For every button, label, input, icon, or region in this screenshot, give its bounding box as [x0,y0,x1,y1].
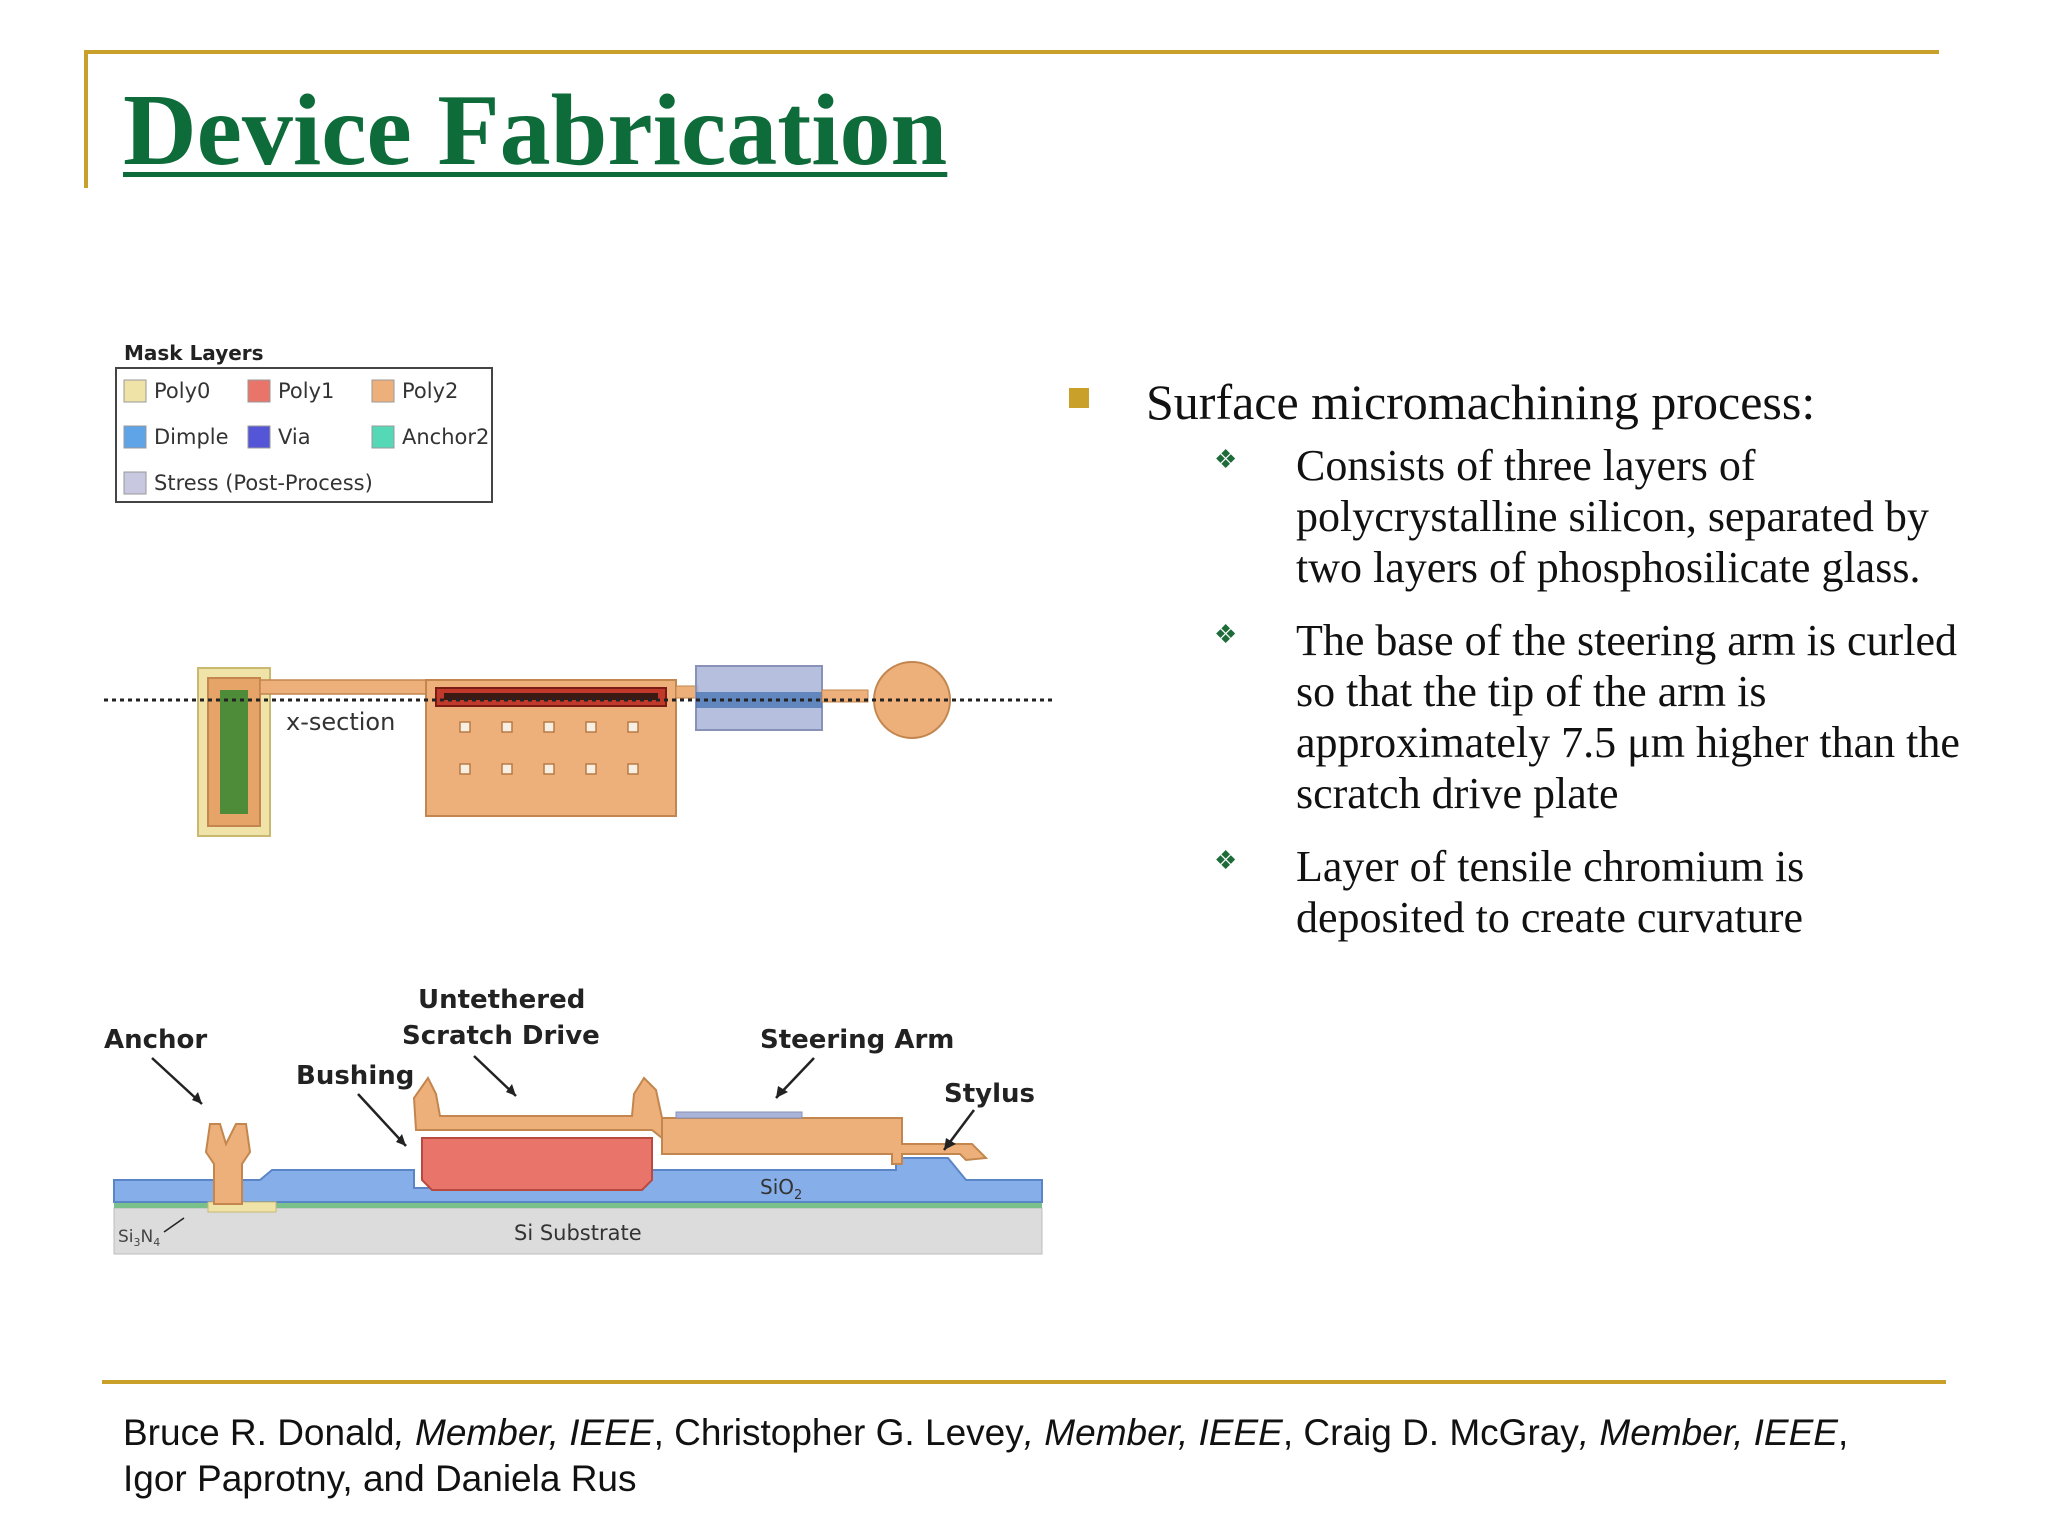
legend-label-stress: Stress (Post-Process) [154,471,373,495]
author-3-role: , Member, IEEE [1578,1412,1838,1453]
label-steering-arm: Steering Arm [760,1025,954,1055]
bottom-rule [102,1380,1946,1384]
bullet-list: Surface micromachining process: ❖ Consis… [1064,372,1964,943]
chromium-layer [675,1111,803,1119]
square-bullet-icon [1069,388,1089,408]
sub-bullet-list: ❖ Consists of three layers of polycrysta… [1064,440,1964,943]
arrowhead-steering [776,1086,788,1098]
main-bullet-text: Surface micromachining process: [1146,374,1816,430]
arrow-anchor [151,1057,203,1105]
legend-label-dimple: Dimple [154,425,229,449]
legend-swatch-poly0 [123,379,147,403]
legend-swatch-poly2 [371,379,395,403]
legend-label-via: Via [278,425,311,449]
sub-bullet-text: Consists of three layers of polycrystall… [1296,441,1929,592]
arm-link [675,685,699,699]
author-credits: Bruce R. Donald, Member, IEEE, Christoph… [123,1410,2003,1502]
stress-overlap [696,692,822,708]
sub-bullet-1: ❖ Consists of three layers of polycrysta… [1064,440,1964,593]
author-1: Bruce R. Donald [123,1412,395,1453]
sub-bullet-text: Layer of tensile chromium is deposited t… [1296,842,1805,942]
legend-swatch-dimple [123,425,147,449]
label-anchor: Anchor [104,1025,207,1055]
label-bushing: Bushing [296,1061,414,1091]
legend-swatch-poly1 [247,379,271,403]
author-line-2: Igor Paprotny, and Daniela Rus [123,1458,637,1499]
arrowhead-bushing [396,1134,406,1146]
arrowhead-stylus [944,1138,956,1150]
sub-bullet-2: ❖ The base of the steering arm is curled… [1064,615,1964,819]
label-sio2: SiO2 [760,1175,802,1203]
author-3: , Craig D. McGray [1282,1412,1579,1453]
legend-swatch-stress [123,471,147,495]
main-bullet: Surface micromachining process: [1064,372,1964,432]
anchor-post [204,1123,252,1205]
top-rule [84,50,1939,54]
poly1-strip-dark [444,693,658,700]
sub-bullet-3: ❖ Layer of tensile chromium is deposited… [1064,841,1964,943]
author-1-role: , Member, IEEE [394,1412,654,1453]
dimple-grid [459,721,639,775]
arrowhead-untethered [506,1084,516,1096]
scratch-drive-plate-cs [412,1076,663,1141]
fabrication-figure: Mask Layers Poly0 Poly1 Poly2 Dimple Via… [96,338,1076,1278]
author-2-role: , Member, IEEE [1023,1412,1283,1453]
legend-label-poly1: Poly1 [278,379,334,403]
legend-label-poly0: Poly0 [154,379,210,403]
anchor-green [220,690,248,814]
legend-swatch-via [247,425,271,449]
diamond-bullet-icon: ❖ [1214,620,1238,649]
xsection-label: x-section [286,708,395,736]
left-rule [84,50,88,188]
sub-bullet-text: The base of the steering arm is curled s… [1296,616,1960,818]
arm-tip-link [821,689,869,703]
figure-svg: Mask Layers Poly0 Poly1 Poly2 Dimple Via… [104,341,1056,1255]
author-2: , Christopher G. Levey [653,1412,1024,1453]
legend-swatch-anchor2 [371,425,395,449]
arrow-bushing [357,1093,407,1147]
label-stylus: Stylus [944,1079,1035,1109]
legend-box [115,367,493,503]
si-substrate [113,1207,1043,1255]
diamond-bullet-icon: ❖ [1214,846,1238,875]
sio2-layer [113,1157,1043,1203]
diamond-bullet-icon: ❖ [1214,445,1238,474]
legend-label-anchor2: Anchor2 [402,425,489,449]
label-substrate: Si Substrate [514,1221,642,1245]
arm-neck [259,679,437,695]
label-si3n4: Si3N4 [118,1227,160,1249]
legend-title: Mask Layers [124,341,264,365]
si3n4-layer [114,1202,1042,1208]
scratch-drive-poly1 [421,1137,653,1191]
label-untethered-1: Untethered [418,985,585,1015]
label-untethered-2: Scratch Drive [402,1021,600,1051]
slide-title: Device Fabrication [123,74,948,187]
arrow-si3n4 [163,1217,185,1233]
arrowhead-anchor [192,1092,202,1104]
author-sep: , [1837,1412,1849,1453]
legend-label-poly2: Poly2 [402,379,458,403]
steering-arm-cs [661,1117,989,1165]
